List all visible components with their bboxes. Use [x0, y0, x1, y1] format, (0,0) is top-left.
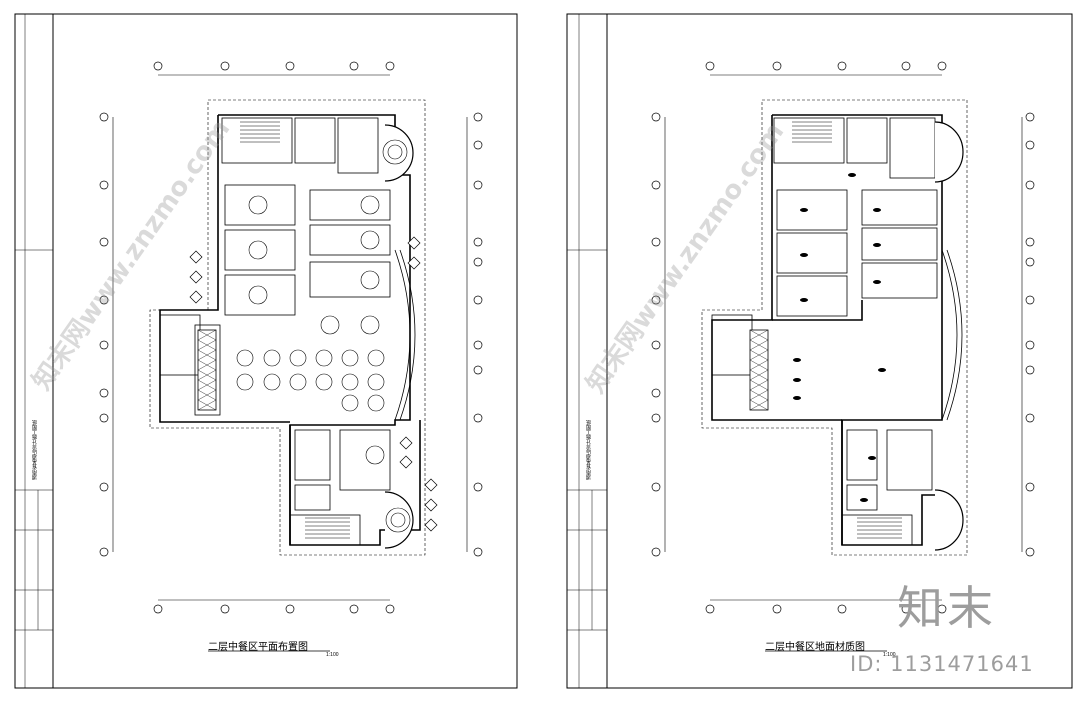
planter-diamonds [189, 236, 438, 532]
project-label-left: 湖南省某酒店设计施工图纸 [32, 420, 38, 480]
floor-material-plan-right [566, 13, 1073, 689]
sheet-scale-left: 1:100 [326, 652, 339, 658]
axis-bubbles-x [153, 61, 395, 614]
project-label-right: 湖南省某酒店设计施工图纸 [586, 420, 592, 480]
hatched-feature [197, 329, 217, 411]
sheet-border [14, 13, 518, 689]
axis-bubbles-y [99, 112, 483, 557]
curved-facade [394, 249, 416, 421]
sheet-scale-right: 1:100 [883, 652, 896, 658]
round-bays [384, 124, 414, 549]
watermark-logo: 知末 [897, 581, 997, 635]
watermark-id: ID: 1131471641 [850, 652, 1034, 676]
sheet-title-left: 二层中餐区平面布置图 [208, 642, 308, 653]
stairs [240, 121, 350, 539]
dining-tables [236, 139, 411, 533]
sheet-title-right: 二层中餐区地面材质图 [765, 642, 865, 653]
sheet-border [566, 13, 1073, 689]
floor-plan-left [14, 13, 518, 689]
